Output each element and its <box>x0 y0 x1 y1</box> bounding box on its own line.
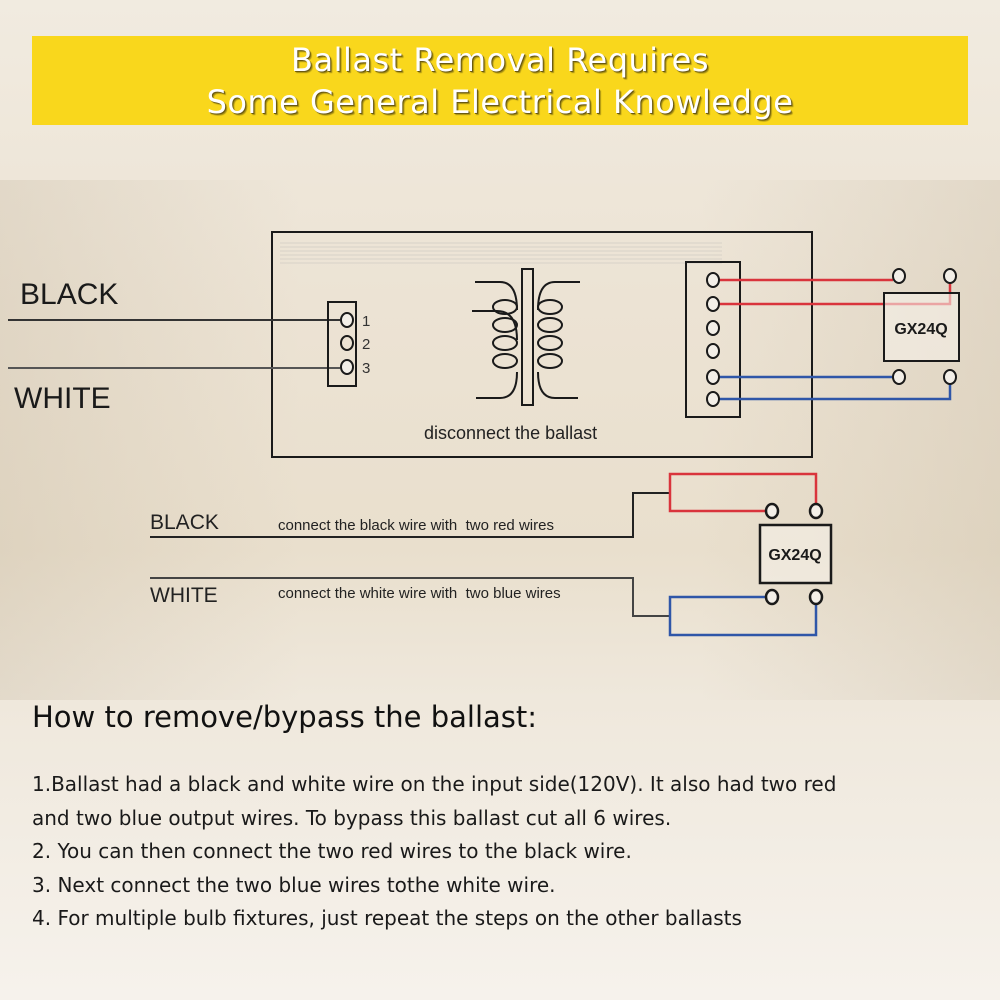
bottom-black-label: BLACK <box>150 511 219 534</box>
black-instruction: connect the black wire with two red wire… <box>278 517 554 534</box>
socket-label-top: GX24Q <box>894 321 947 338</box>
black-wire-label: BLACK <box>20 278 118 311</box>
instruction-steps: 1.Ballast had a black and white wire on … <box>32 768 836 936</box>
background-photo <box>0 180 1000 700</box>
ballast-box <box>271 231 813 458</box>
input-terminal-block <box>327 301 357 387</box>
step-line: and two blue output wires. To bypass thi… <box>32 805 672 830</box>
blue-wire-2 <box>719 383 952 401</box>
terminal-3 <box>340 359 354 375</box>
step-line: 3. Next connect the two blue wires tothe… <box>32 872 556 897</box>
terminal-number-3: 3 <box>362 360 370 377</box>
terminal-1 <box>340 312 354 328</box>
output-terminals <box>706 272 720 407</box>
bottom-red-wires <box>668 472 818 513</box>
transformer-icon <box>472 268 580 406</box>
socket-pins-top <box>892 268 957 385</box>
socket-pins-bottom <box>764 502 824 606</box>
terminal-number-1: 1 <box>362 313 370 330</box>
output-terminal-block <box>685 261 741 418</box>
banner-line-1: Ballast Removal Requires <box>291 40 709 79</box>
bottom-blue-wires <box>668 595 818 637</box>
step-line: 2. You can then connect the two red wire… <box>32 839 632 863</box>
title-banner: Ballast Removal Requires Some General El… <box>32 36 968 125</box>
terminal-number-2: 2 <box>362 336 370 353</box>
white-instruction: connect the white wire with two blue wir… <box>278 585 561 602</box>
socket-label-bottom: GX24Q <box>768 547 821 564</box>
disconnect-caption: disconnect the ballast <box>424 423 597 443</box>
instructions-heading: How to remove/bypass the ballast: <box>32 700 538 734</box>
ballast-vent-lines <box>280 242 722 264</box>
bottom-black-wire <box>150 492 670 538</box>
bottom-white-label: WHITE <box>150 584 218 607</box>
socket-gx24q-bottom <box>758 523 833 585</box>
banner-line-2: Some General Electrical Knowledge <box>206 82 794 121</box>
step-line: 1.Ballast had a black and white wire on … <box>32 772 837 796</box>
terminal-2 <box>340 335 354 351</box>
socket-gx24q-top <box>883 292 960 362</box>
step-line: 4. For multiple bulb fixtures, just repe… <box>32 906 742 930</box>
white-wire-label: WHITE <box>14 382 111 415</box>
bottom-white-wire <box>150 577 670 617</box>
